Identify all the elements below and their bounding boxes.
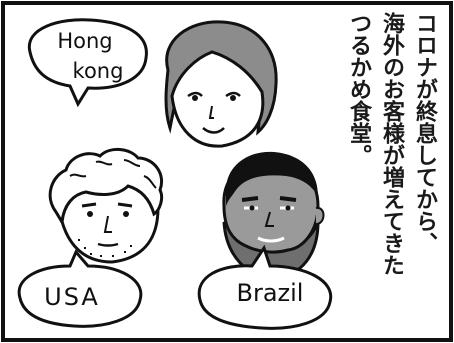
man-usa-face [48, 148, 164, 264]
brazil-label: Brazil [236, 279, 304, 307]
woman-hongkong-face [164, 20, 278, 148]
caption-column-2: 海外のお客様が増えてきた [379, 12, 404, 276]
usa-speech-bubble [17, 249, 143, 328]
usa-label: USA [44, 283, 100, 311]
caption-column-3: つるかめ食堂。 [346, 12, 371, 166]
hongkong-label-line2: kong [72, 59, 124, 83]
hongkong-label-line1: Hong [57, 29, 113, 53]
hongkong-speech-bubble [27, 18, 148, 108]
man-brazil-face [222, 151, 325, 280]
caption-column-1: コロナが終息してから、 [412, 12, 437, 254]
brazil-speech-bubble [197, 244, 333, 330]
